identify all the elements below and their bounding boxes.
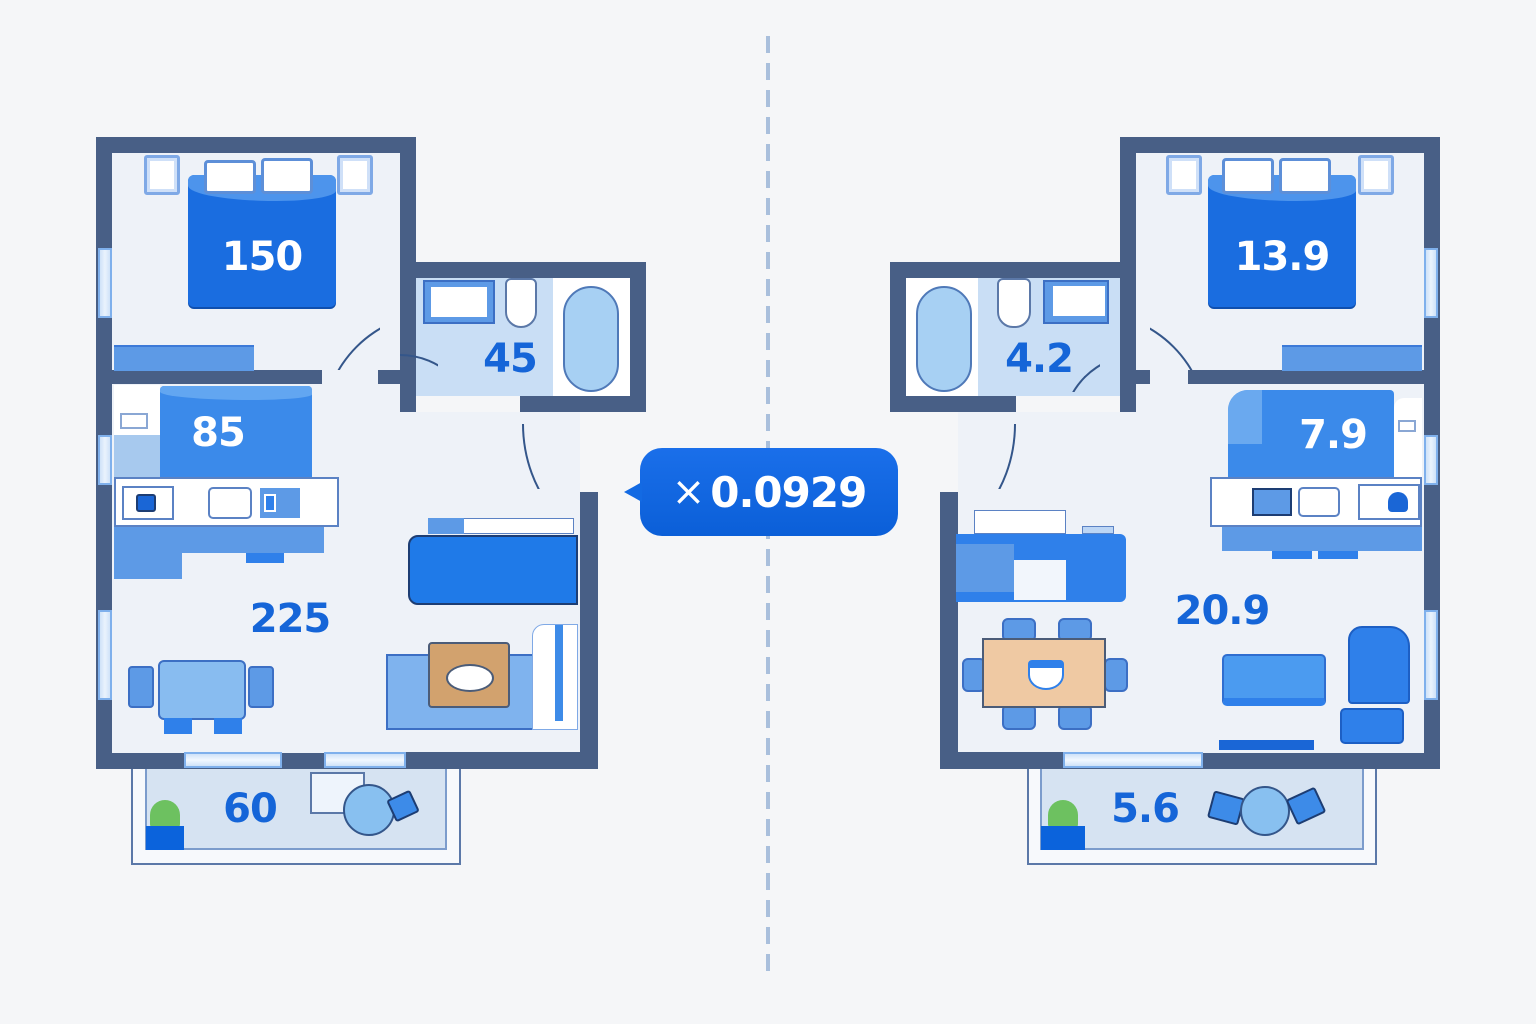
armchair-icon bbox=[1340, 626, 1412, 746]
balcony-table-icon bbox=[1206, 786, 1330, 846]
kitchen-cabinet-icon bbox=[160, 386, 312, 478]
kitchen-cabinet-icon bbox=[1228, 390, 1394, 478]
left-bathroom-area: 45 bbox=[483, 336, 538, 382]
stove-icon bbox=[1298, 487, 1340, 517]
multiply-icon: × bbox=[671, 469, 706, 515]
toilet-icon bbox=[997, 278, 1031, 328]
dining-table-icon bbox=[962, 618, 1130, 732]
right-balcony-area: 5.6 bbox=[1111, 786, 1180, 832]
right-living-area: 20.9 bbox=[1174, 588, 1271, 634]
bathtub-icon bbox=[563, 286, 619, 392]
right-bathroom-area: 4.2 bbox=[1005, 336, 1074, 382]
tv-console-icon bbox=[1219, 740, 1314, 750]
dresser-icon bbox=[1282, 345, 1422, 371]
conversion-factor-value: 0.0929 bbox=[710, 467, 867, 517]
dining-table-icon bbox=[128, 656, 276, 738]
stove-icon bbox=[208, 487, 252, 519]
toilet-icon bbox=[505, 278, 537, 328]
coffee-table-icon bbox=[428, 642, 510, 708]
right-bedroom-area: 13.9 bbox=[1234, 234, 1331, 280]
oven-icon bbox=[1252, 488, 1292, 516]
right-kitchen-area: 7.9 bbox=[1299, 412, 1368, 458]
sink-icon bbox=[1043, 280, 1109, 324]
left-floor-plan: 60 150 45 85 bbox=[0, 0, 760, 1024]
left-balcony-area: 60 bbox=[223, 786, 278, 832]
dresser-icon bbox=[114, 345, 254, 371]
bathtub-icon bbox=[916, 286, 972, 392]
fridge-icon bbox=[120, 413, 148, 429]
sink-icon bbox=[423, 280, 495, 324]
sofa-icon bbox=[956, 510, 1128, 606]
plant-icon bbox=[146, 800, 184, 850]
conversion-factor-badge: × 0.0929 bbox=[624, 448, 898, 536]
left-bedroom-area: 150 bbox=[221, 234, 304, 280]
kitchen-counter bbox=[1210, 477, 1422, 527]
left-kitchen-area: 85 bbox=[191, 410, 246, 456]
tv-stand-icon bbox=[532, 624, 578, 730]
balcony-table-icon bbox=[310, 772, 420, 842]
sofa-icon bbox=[408, 518, 578, 606]
ottoman-icon bbox=[1222, 654, 1326, 706]
plant-icon bbox=[1041, 800, 1085, 850]
left-living-area: 225 bbox=[249, 596, 332, 642]
sink-icon bbox=[260, 488, 300, 518]
kitchen-counter bbox=[114, 477, 339, 527]
